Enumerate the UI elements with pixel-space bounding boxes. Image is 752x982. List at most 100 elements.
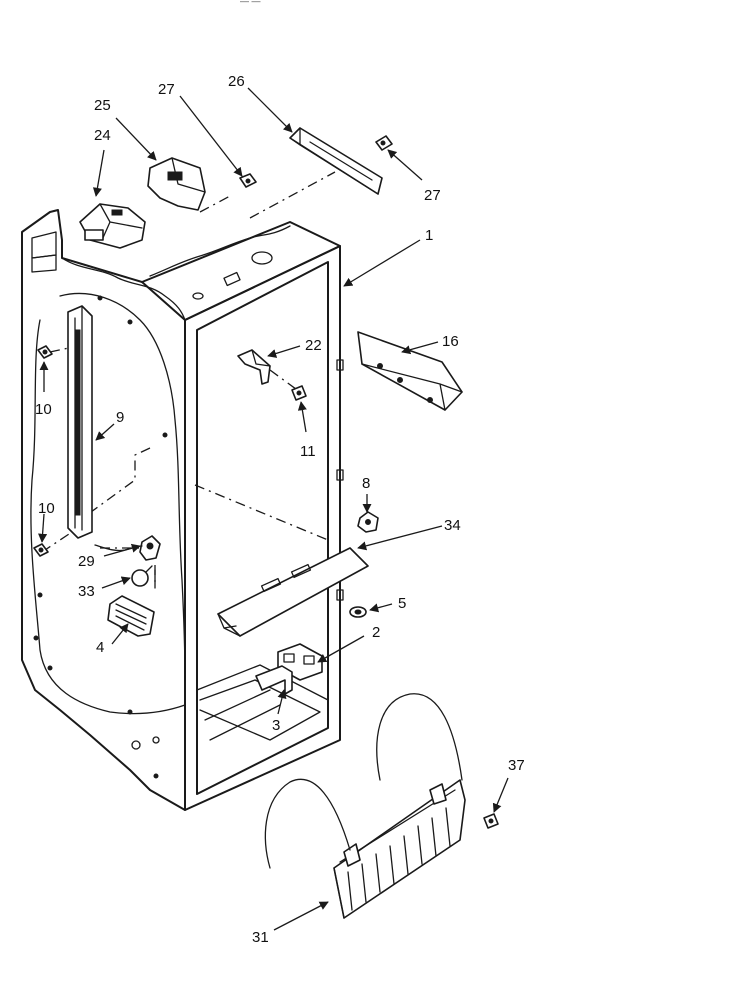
leader-1 — [343, 239, 421, 287]
leader-22 — [267, 345, 301, 358]
frame-tab-1 — [336, 359, 344, 371]
leader-34 — [357, 525, 443, 551]
leader-3 — [277, 689, 287, 715]
leader-27-left — [179, 95, 243, 177]
part-8-clip — [357, 511, 379, 533]
leader-37 — [492, 777, 509, 813]
part-10-screw-lower — [33, 543, 49, 557]
callout-10-upper: 10 — [35, 401, 52, 418]
wall-hole-9 — [152, 736, 160, 744]
callout-26: 26 — [228, 73, 245, 90]
cabinet-floor-rib-2 — [209, 704, 281, 741]
header-fragment: — — — [240, 0, 261, 6]
callout-1: 1 — [425, 227, 433, 244]
leader-26 — [247, 87, 293, 133]
top-hole-2 — [192, 292, 204, 300]
wall-hole-8 — [131, 740, 141, 750]
callout-2: 2 — [372, 624, 380, 641]
assembly-line-interior — [194, 484, 329, 541]
callout-24: 24 — [94, 127, 111, 144]
leader-31 — [273, 901, 329, 931]
leader-16 — [401, 341, 439, 355]
wall-hole-1 — [97, 295, 103, 301]
cabinet-floor-edge — [196, 664, 329, 701]
frame-tab-3 — [336, 589, 344, 601]
wall-hole-2 — [127, 319, 133, 325]
callout-29: 29 — [78, 553, 95, 570]
part-27-screw-top-left — [239, 173, 257, 188]
part-34-light-shield — [217, 547, 369, 637]
callout-25: 25 — [94, 97, 111, 114]
callout-labels: 1 2 3 4 5 8 9 10 10 11 16 22 24 25 26 27… — [35, 73, 525, 946]
leader-33 — [101, 576, 131, 589]
leader-lines — [38, 87, 509, 931]
part-11-screw — [291, 385, 307, 401]
top-hole-1 — [251, 251, 273, 265]
callout-27-right: 27 — [424, 187, 441, 204]
wall-hole-10 — [153, 773, 159, 779]
wall-hole-7 — [127, 709, 133, 715]
callout-5: 5 — [398, 595, 406, 612]
assembly-line-26 — [249, 171, 336, 219]
part-25-bracket — [147, 157, 206, 211]
callout-27-left: 27 — [158, 81, 175, 98]
part-24-control-housing — [79, 203, 146, 249]
leader-2 — [317, 635, 365, 663]
interior-wavy-outline — [30, 319, 186, 715]
part-31-drain-pan — [264, 693, 466, 919]
leader-27-right — [387, 149, 423, 181]
top-foam-edge — [149, 225, 291, 277]
part-3-bottom-bracket — [255, 665, 293, 695]
cabinet-front-opening — [196, 261, 329, 795]
part-16-shelf-bracket — [357, 331, 463, 411]
assembly-line-25 — [199, 194, 233, 213]
interior-back-outline — [59, 292, 186, 681]
assembly-line-10b — [41, 527, 79, 553]
part-27-screw-top-right — [375, 135, 393, 151]
callout-33: 33 — [78, 583, 95, 600]
callout-22: 22 — [305, 337, 322, 354]
top-insulation-edge — [61, 257, 186, 321]
leader-24 — [92, 149, 105, 197]
callout-10-lower: 10 — [38, 500, 55, 517]
top-slot — [223, 271, 241, 287]
callout-11: 11 — [300, 443, 316, 460]
callout-4: 4 — [96, 639, 104, 656]
leader-4 — [111, 623, 129, 645]
part-10-screw-upper — [37, 345, 53, 359]
cabinet-liner — [21, 209, 344, 811]
part-33-light-bulb — [131, 565, 156, 589]
left-wall-opening-2 — [31, 254, 57, 273]
wall-hole-3 — [162, 432, 168, 438]
wall-hole-6 — [47, 665, 53, 671]
cabinet-front-frame-outer — [184, 245, 341, 811]
part-4-vent-grille — [107, 595, 155, 637]
part-26-top-channel — [289, 127, 383, 195]
part-37-screw — [483, 813, 499, 829]
frame-tab-2 — [336, 469, 344, 481]
callout-34: 34 — [444, 517, 461, 534]
callout-3: 3 — [272, 717, 280, 734]
part-22-bracket — [237, 349, 271, 385]
part-5-nut — [349, 606, 367, 618]
part-9-vertical-rail — [67, 305, 93, 539]
left-wall-opening-1 — [31, 231, 57, 259]
wall-hole-4 — [37, 592, 43, 598]
callout-31: 31 — [252, 929, 269, 946]
leader-29 — [103, 543, 141, 557]
callout-37: 37 — [508, 757, 525, 774]
callout-9: 9 — [116, 409, 124, 426]
wall-hole-5 — [33, 635, 39, 641]
callout-8: 8 — [362, 475, 370, 492]
cabinet-floor-panel — [199, 679, 321, 741]
leader-5 — [369, 603, 393, 613]
cabinet-floor-rib-1 — [204, 689, 271, 721]
callout-16: 16 — [442, 333, 459, 350]
leader-25 — [115, 117, 157, 161]
leader-10-lower — [38, 513, 48, 543]
assembly-line-9 — [79, 447, 151, 521]
leader-9 — [95, 423, 115, 441]
leader-11 — [297, 401, 307, 433]
